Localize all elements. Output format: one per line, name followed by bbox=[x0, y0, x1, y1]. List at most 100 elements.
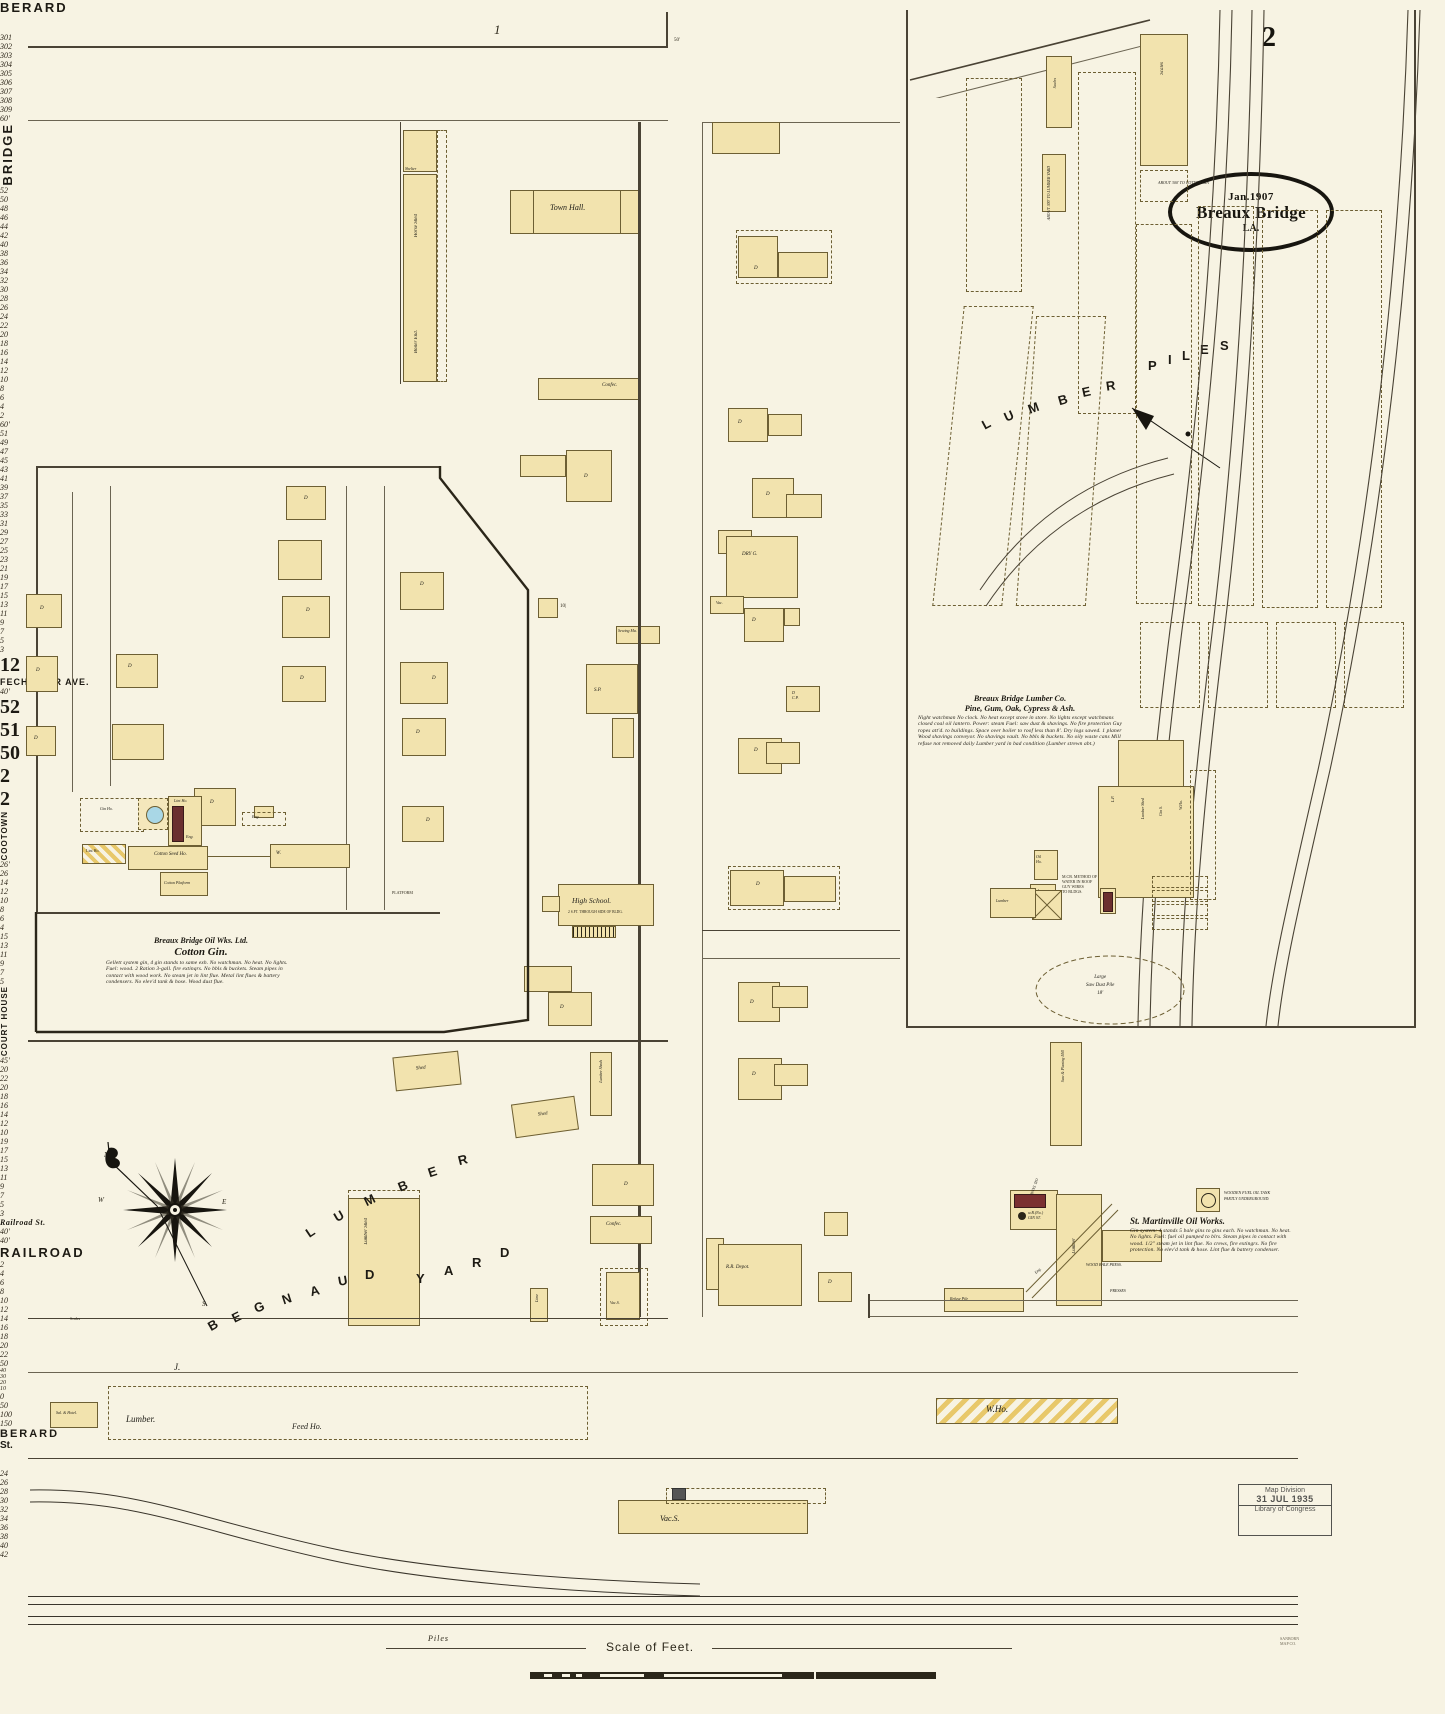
building-cotton-seed-ho bbox=[270, 844, 350, 868]
street-label-cootown: COOTOWN bbox=[0, 810, 9, 861]
building-horse-shed-east bbox=[990, 888, 1036, 918]
railroad-street-south-line bbox=[28, 1372, 1298, 1373]
label-cotton-seed-ho: W. bbox=[276, 851, 281, 856]
building bbox=[400, 662, 448, 704]
note-about-300-lumber: PLATFORM bbox=[392, 890, 413, 895]
lumber-pile bbox=[1344, 622, 1404, 708]
label-vac: Vac. bbox=[716, 600, 723, 605]
label-gin-ho: Cotton Seed Ho. bbox=[154, 852, 187, 857]
block-number-50: 50 bbox=[0, 741, 20, 764]
block-line bbox=[702, 122, 900, 123]
label-sewing: Sewing Ma. bbox=[618, 628, 637, 633]
building-saloon-hotel bbox=[718, 1244, 802, 1306]
text-block-oil-works: Breaux Bridge Oil Wks. Ltd. Cotton Gin. … bbox=[106, 936, 296, 986]
building bbox=[730, 870, 784, 906]
lumber-pile bbox=[1208, 622, 1268, 708]
building bbox=[772, 986, 808, 1008]
vacant-x-icon bbox=[1032, 890, 1062, 920]
railroad-street-north-line bbox=[28, 1318, 668, 1320]
text-block-st-martinville: St. Martinville Oil Works. Gin system: 4… bbox=[1130, 1216, 1292, 1254]
label-cotton-seed-ho-east: Saw & Planing Mill bbox=[1060, 1050, 1065, 1083]
building-class-d: D bbox=[560, 1005, 564, 1010]
lot-outline bbox=[348, 1190, 420, 1326]
lot-num: 38 bbox=[0, 1532, 8, 1542]
label-lumber-sheds: Lumber Sheds bbox=[598, 1060, 603, 1083]
street-label-railroad: RAILROAD bbox=[0, 1245, 85, 1261]
label-confec-2: Confec. bbox=[606, 1222, 622, 1227]
lot-num: 30 bbox=[0, 1496, 8, 1506]
label-refuse-pile: W.Ho. bbox=[1178, 800, 1183, 810]
lumber-co-heading-2: Pine, Gum, Oak, Cypress & Ash. bbox=[964, 704, 1076, 713]
label-lumber-shed-east: Scales bbox=[1160, 62, 1165, 75]
label-begnaud-lumber-yard: B E G N A U D Y A R D bbox=[205, 1245, 512, 1334]
st-martinville-heading: St. Martinville Oil Works. bbox=[1130, 1216, 1225, 1226]
building-rr-depot bbox=[618, 1500, 808, 1534]
block-number-2-bottom: 2 bbox=[0, 787, 10, 810]
scale-tick: 50 bbox=[0, 1401, 8, 1411]
label-gin-ho-east: Lumber bbox=[1072, 1238, 1077, 1254]
lumber-pile bbox=[1326, 210, 1382, 608]
lumberco-yard-west-line bbox=[906, 10, 909, 1028]
compass-label-n: N bbox=[104, 1151, 109, 1159]
label-eng: Eng. bbox=[186, 834, 194, 839]
building-gin-ho-east bbox=[1056, 1194, 1102, 1306]
label-lp: ABOUT 300' TO COTTON GIN bbox=[1158, 180, 1210, 185]
label-dry-goods: DRY G. bbox=[742, 552, 758, 557]
building-lumber-shed-east bbox=[1140, 34, 1188, 166]
sheet-edge-top-left bbox=[28, 46, 668, 48]
building bbox=[738, 236, 778, 278]
building bbox=[26, 594, 62, 628]
chimney-icon bbox=[672, 1488, 686, 1500]
building bbox=[286, 486, 326, 520]
fecheimer-ave-line bbox=[702, 930, 900, 932]
scale-tick: 40 bbox=[0, 1368, 6, 1375]
lumber-pile bbox=[1262, 210, 1318, 608]
rr-right-of-way-line bbox=[28, 1458, 1298, 1460]
lumber-pile bbox=[1140, 622, 1200, 708]
building bbox=[784, 608, 800, 626]
building-lime bbox=[530, 1288, 548, 1322]
block-number-2-mid: 2 bbox=[0, 764, 10, 787]
scales-outline bbox=[242, 812, 286, 826]
steps-icon bbox=[572, 926, 616, 938]
building bbox=[112, 724, 164, 760]
building bbox=[538, 598, 558, 618]
refuse-stack bbox=[1152, 876, 1208, 888]
lot-num: 301 bbox=[0, 33, 12, 42]
scale-tick: 150 bbox=[0, 1419, 12, 1429]
scale-tick: 0 bbox=[0, 1392, 4, 1402]
stamp-line-2: 31 JUL 1935 bbox=[1256, 1494, 1314, 1504]
street-label-st: St. bbox=[0, 1440, 13, 1452]
building bbox=[520, 455, 566, 477]
building-lumber-sheds bbox=[590, 1052, 612, 1116]
building bbox=[818, 1272, 852, 1302]
label-horse-shed-east: Lumber bbox=[996, 898, 1009, 903]
fecheimer-ave-line-2 bbox=[702, 958, 900, 959]
lot-num-small: 10| bbox=[560, 604, 567, 609]
building bbox=[26, 656, 58, 692]
scale-tick: 50 bbox=[0, 1359, 8, 1369]
building-saw-planing-mill bbox=[1098, 786, 1194, 898]
refuse-stack bbox=[1152, 918, 1208, 930]
lot-outline bbox=[728, 866, 840, 910]
building bbox=[774, 1064, 808, 1086]
lot-num: 36 bbox=[0, 1523, 8, 1533]
siding-end bbox=[868, 1294, 870, 1318]
label-shed-1: Shed bbox=[415, 1065, 426, 1072]
pump-icon bbox=[1018, 1212, 1026, 1220]
label-w-ho: ABOUT 300' TO LUMBER YARD bbox=[1046, 166, 1051, 221]
building bbox=[282, 666, 326, 702]
building-vacant bbox=[710, 596, 744, 614]
block-number-12: 12 bbox=[0, 653, 20, 676]
street-label-berard-west: BERARD bbox=[0, 0, 68, 15]
cootown-st-line-e bbox=[110, 486, 111, 786]
building-oil-ho bbox=[1034, 850, 1058, 880]
fuel-oil-tank-symbol bbox=[1196, 1188, 1220, 1212]
label-pit-for-boiler: Gin Ho. bbox=[100, 806, 113, 811]
lot-num: 302 bbox=[0, 42, 12, 51]
label-cotton-seed-ho-3: Refuse Pile bbox=[950, 1296, 969, 1301]
tick-top-1 bbox=[666, 12, 668, 48]
building bbox=[766, 742, 800, 764]
